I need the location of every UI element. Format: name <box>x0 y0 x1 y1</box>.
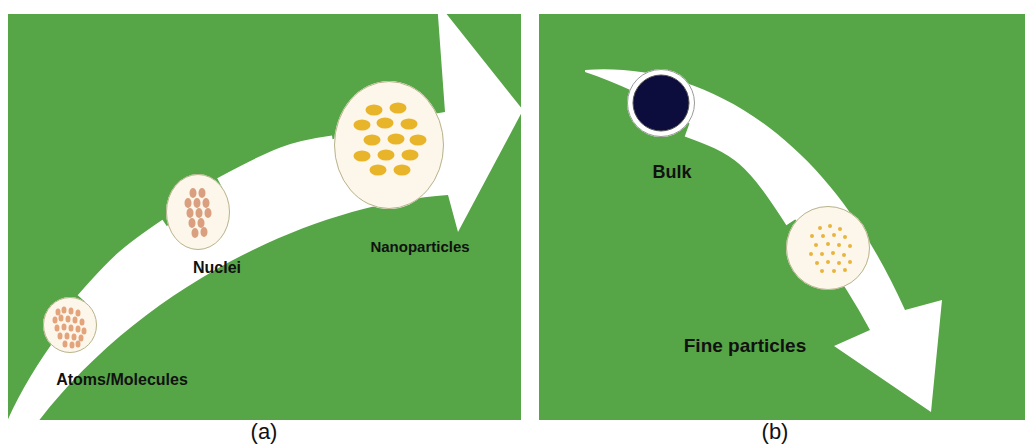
fine-particles-circle-fill <box>786 206 870 290</box>
growth-arrow-band <box>8 14 521 420</box>
circle-outline <box>43 297 97 353</box>
fine-particles-circle: Fine particles <box>786 206 870 290</box>
panel-label: (b) <box>762 421 789 443</box>
circle-border <box>167 175 230 250</box>
node-label: Fine particles <box>684 336 807 355</box>
nuclei-circle-fill <box>166 174 230 250</box>
panel-b-background <box>539 14 1025 420</box>
atoms-circle: Atoms/Molecules <box>43 297 97 353</box>
breakdown-arrow-band <box>585 69 942 412</box>
atoms-circle-fill <box>43 297 97 353</box>
circle-border <box>335 82 444 209</box>
node-label: Bulk <box>652 163 691 181</box>
arrow-band-segment <box>228 157 335 197</box>
arrow-band-segment <box>89 232 171 305</box>
node-label: Nanoparticles <box>370 239 469 254</box>
bulk-circle-fill <box>627 69 695 137</box>
circle-border <box>44 298 97 353</box>
arrow-band-segment <box>691 119 802 215</box>
circle-outline <box>627 69 695 137</box>
node-label: Atoms/Molecules <box>56 372 188 388</box>
nanoparticles-circle-fill <box>334 81 444 209</box>
circle-outline <box>334 81 444 209</box>
circle-outline <box>166 174 230 250</box>
bulk-circle: Bulk <box>627 69 695 137</box>
circle-outline <box>786 206 870 290</box>
panel-label: (a) <box>251 421 278 443</box>
circle-border <box>787 207 870 290</box>
nanoparticles-circle: Nanoparticles <box>334 81 444 209</box>
circle-border <box>628 70 695 137</box>
node-label: Nuclei <box>193 260 241 276</box>
nuclei-circle: Nuclei <box>166 174 230 250</box>
